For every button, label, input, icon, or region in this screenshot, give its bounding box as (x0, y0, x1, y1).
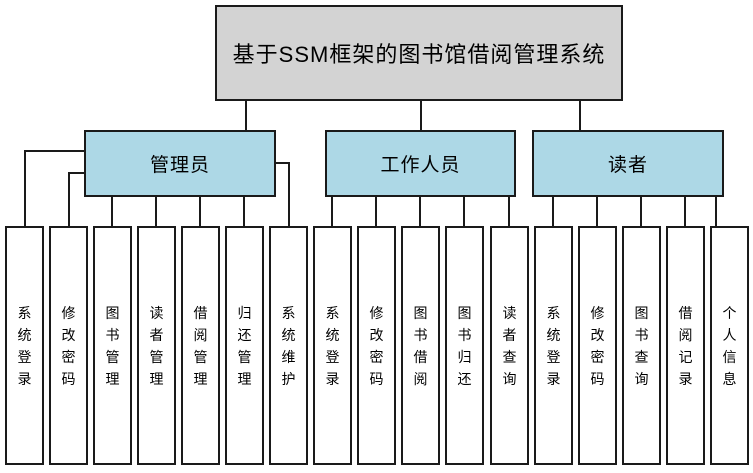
branch-box-admin: 管理员 (84, 130, 276, 197)
connector-reader-leaf2 (596, 196, 598, 226)
leaf-reader-borrow-record: 借阅记录 (666, 226, 705, 465)
connector-admin-leaf7-v (288, 162, 290, 226)
connector-reader-leaf3 (640, 196, 642, 226)
title-label: 基于SSM框架的图书馆借阅管理系统 (232, 42, 606, 67)
leaf-label: 个人信息 (722, 304, 737, 387)
connector-staff-leaf4 (463, 196, 465, 226)
leaf-reader-change-password: 修改密码 (578, 226, 617, 465)
connector-admin-leaf2-h (68, 172, 85, 174)
branch-admin-label: 管理员 (149, 155, 210, 176)
title-box: 基于SSM框架的图书馆借阅管理系统 (215, 5, 623, 101)
connector-admin-leaf7-h (274, 162, 290, 164)
connector-title-staff (420, 101, 422, 130)
leaf-label: 归还管理 (237, 304, 252, 387)
leaf-admin-reader-management: 读者管理 (137, 226, 176, 465)
leaf-label: 修改密码 (590, 304, 605, 387)
leaf-admin-system-login: 系统登录 (5, 226, 44, 465)
leaf-admin-borrow-management: 借阅管理 (181, 226, 220, 465)
leaf-reader-personal-info: 个人信息 (710, 226, 749, 465)
leaf-label: 修改密码 (369, 304, 384, 387)
leaf-label: 修改密码 (61, 304, 76, 387)
leaf-label: 系统登录 (546, 304, 561, 387)
leaf-staff-reader-query: 读者查询 (490, 226, 529, 465)
leaf-label: 图书管理 (105, 304, 120, 387)
connector-admin-leaf4 (155, 196, 157, 226)
leaf-admin-return-management: 归还管理 (225, 226, 264, 465)
connector-admin-leaf2-v (68, 172, 70, 226)
leaf-staff-system-login: 系统登录 (313, 226, 352, 465)
leaf-label: 借阅记录 (678, 304, 693, 387)
connector-staff-leaf3 (419, 196, 421, 226)
connector-staff-leaf2 (375, 196, 377, 226)
leaf-label: 图书查询 (634, 304, 649, 387)
connector-reader-leaf1 (552, 196, 554, 226)
connector-reader-leaf5 (715, 196, 717, 226)
connector-admin-leaf1-h (24, 150, 85, 152)
leaf-reader-system-login: 系统登录 (534, 226, 573, 465)
leaf-label: 系统登录 (17, 304, 32, 387)
leaf-label: 读者管理 (149, 304, 164, 387)
leaf-staff-book-borrow: 图书借阅 (401, 226, 440, 465)
leaf-label: 读者查询 (502, 304, 517, 387)
connector-admin-leaf6 (243, 196, 245, 226)
branch-box-staff: 工作人员 (325, 130, 516, 197)
connector-reader-leaf4 (684, 196, 686, 226)
connector-admin-leaf1-v (24, 150, 26, 226)
leaf-staff-book-return: 图书归还 (445, 226, 484, 465)
connector-admin-leaf5 (199, 196, 201, 226)
leaf-admin-change-password: 修改密码 (49, 226, 88, 465)
connector-title-reader (579, 101, 581, 130)
connector-staff-leaf5 (508, 196, 510, 226)
branch-box-reader: 读者 (532, 130, 724, 197)
leaf-label: 系统维护 (281, 304, 296, 387)
leaf-label: 图书归还 (457, 304, 472, 387)
connector-title-admin (245, 101, 247, 130)
connector-admin-leaf3 (111, 196, 113, 226)
leaf-admin-system-maintenance: 系统维护 (269, 226, 308, 465)
branch-reader-label: 读者 (607, 155, 648, 176)
leaf-label: 图书借阅 (413, 304, 428, 387)
branch-staff-label: 工作人员 (380, 155, 461, 176)
leaf-label: 借阅管理 (193, 304, 208, 387)
leaf-admin-book-management: 图书管理 (93, 226, 132, 465)
connector-staff-leaf1 (331, 196, 333, 226)
leaf-reader-book-query: 图书查询 (622, 226, 661, 465)
leaf-label: 系统登录 (325, 304, 340, 387)
leaf-staff-change-password: 修改密码 (357, 226, 396, 465)
